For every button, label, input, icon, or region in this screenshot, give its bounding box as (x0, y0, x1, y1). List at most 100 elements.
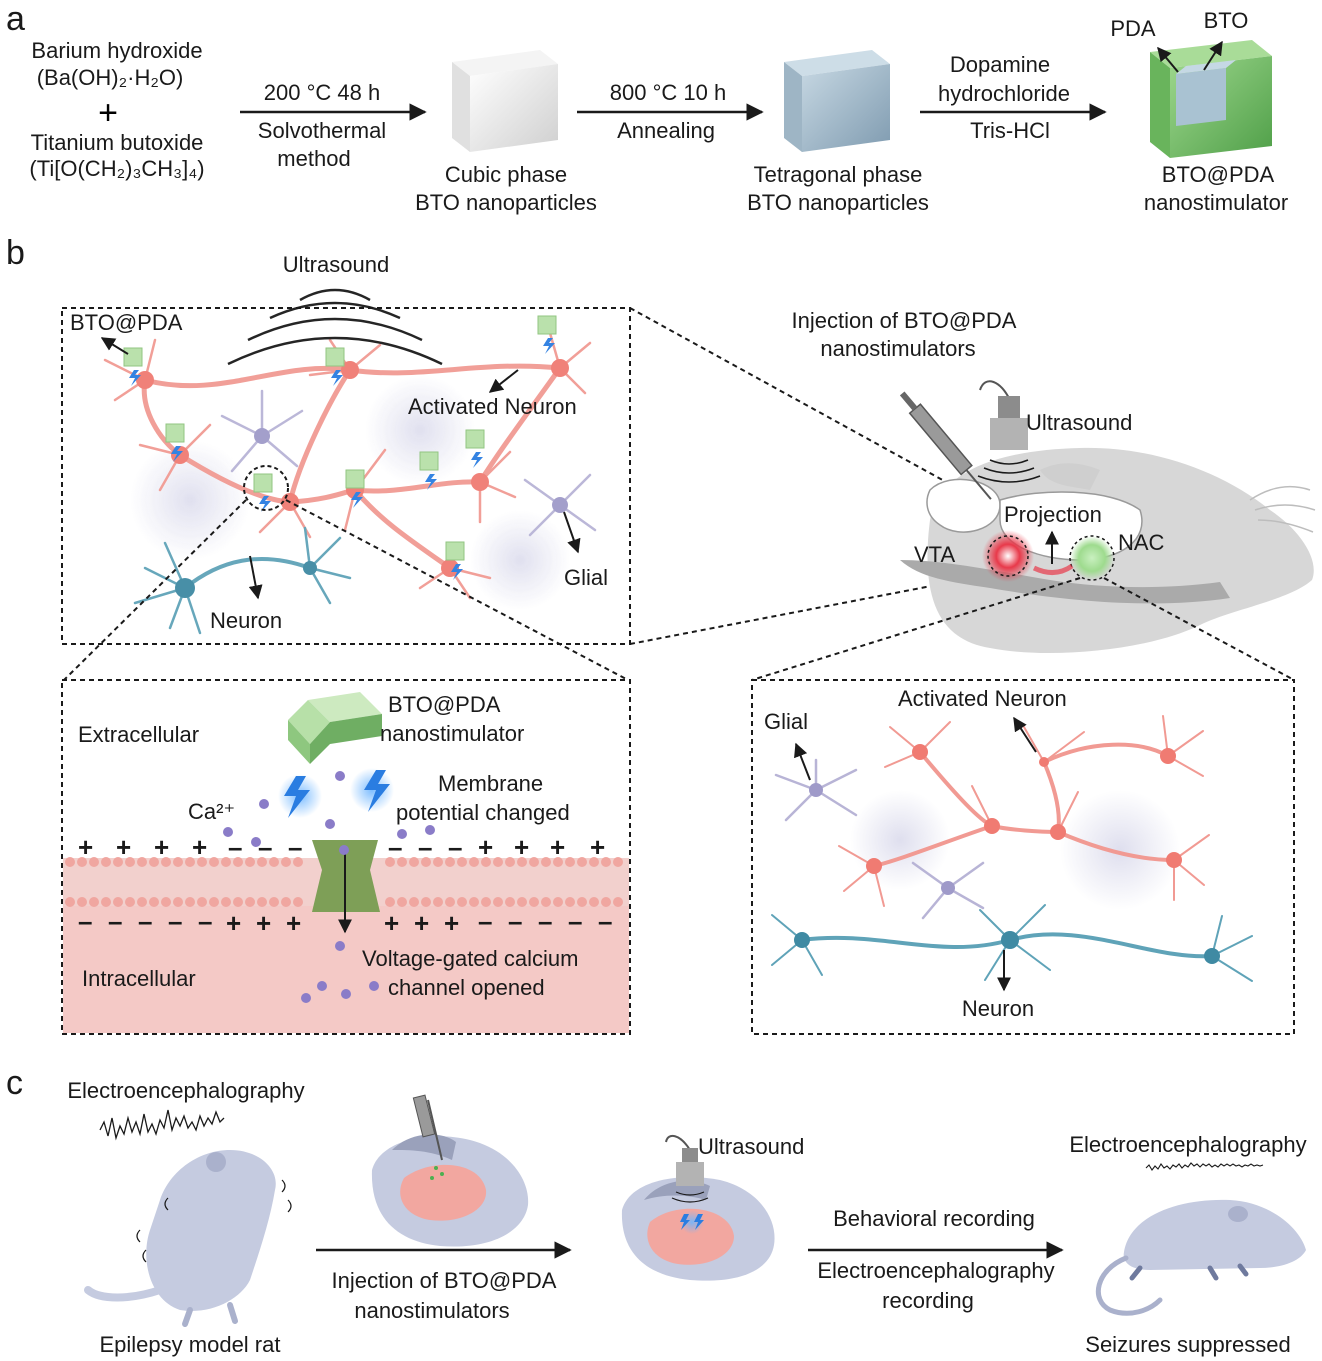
neuron-network-illustration (103, 288, 597, 635)
svg-text:+: + (192, 832, 207, 862)
svg-text:+: + (116, 832, 131, 862)
step3-reagent-line2: hydrochloride (938, 81, 1070, 106)
nanostimulator-cube (288, 692, 382, 764)
svg-text:–: – (138, 906, 152, 936)
network-box (61, 307, 631, 645)
calcium-channel (312, 840, 380, 934)
step1-condition: 200 °C 48 h (264, 80, 380, 105)
rat-calm-illustration (1095, 1199, 1306, 1316)
product3-line2: nanostimulator (1144, 190, 1288, 215)
nanoparticle-cubes (123, 315, 557, 580)
label-eeg-recording-line1: Electroencephalography (817, 1258, 1054, 1283)
svg-text:–: – (78, 906, 92, 936)
svg-text:+: + (550, 832, 565, 862)
step2-method: Annealing (617, 118, 715, 143)
step3-buffer: Tris-HCl (970, 118, 1050, 143)
svg-text:+: + (286, 908, 301, 938)
label-behavioral-recording: Behavioral recording (833, 1206, 1035, 1231)
panel-c: c Electroencephalography Epilepsy model … (6, 1064, 1307, 1357)
label-projection: Projection (1004, 502, 1102, 527)
reagent-barium-formula: (Ba(OH)₂·H₂O) (37, 65, 184, 90)
calcium-ions (223, 771, 435, 1003)
svg-text:–: – (538, 906, 552, 936)
label-c-ultrasound: Ultrasound (698, 1134, 804, 1159)
svg-text:+: + (444, 908, 459, 938)
reagent-titanium-name: Titanium butoxide (31, 130, 204, 155)
rat-rearing-illustration (84, 1150, 292, 1327)
label-calcium: Ca²⁺ (188, 799, 235, 824)
svg-text:–: – (478, 906, 492, 936)
label-zoom-glial: Glial (764, 709, 808, 734)
label-eeg-left: Electroencephalography (67, 1078, 304, 1103)
panel-label-a: a (6, 0, 25, 38)
product1-line2: BTO nanoparticles (415, 190, 597, 215)
label-eeg-right: Electroencephalography (1069, 1132, 1306, 1157)
svg-text:+: + (414, 908, 429, 938)
label-nanostimulator-line2: nanostimulator (380, 721, 524, 746)
svg-text:–: – (508, 906, 522, 936)
panel-label-b: b (6, 234, 25, 272)
svg-text:–: – (168, 906, 182, 936)
label-c-injection-line1: Injection of BTO@PDA (332, 1268, 557, 1293)
zoom-connector-right (285, 499, 629, 681)
spark-icons (278, 768, 394, 818)
svg-text:+: + (590, 832, 605, 862)
arrow-to-bto-pda (100, 337, 129, 355)
step1-method-line1: Solvothermal (258, 118, 386, 143)
svg-text:+: + (384, 908, 399, 938)
svg-text:–: – (288, 832, 302, 862)
eeg-trace-seizure (99, 1109, 225, 1141)
label-seizures-suppressed: Seizures suppressed (1085, 1332, 1290, 1357)
zoom-connector-left (63, 499, 247, 681)
label-ultrasound-rat: Ultrasound (1026, 410, 1132, 435)
svg-text:–: – (568, 906, 582, 936)
svg-text:+: + (78, 832, 93, 862)
svg-text:+: + (154, 832, 169, 862)
label-bto-pda: BTO@PDA (70, 310, 183, 335)
nac-connector-left (751, 577, 1081, 681)
svg-text:+: + (478, 832, 493, 862)
cube-cubic-bto (452, 50, 558, 152)
arrow-neuron (248, 555, 263, 600)
arrow-activated-neuron (488, 369, 519, 393)
rat-brain-ultrasound (621, 1134, 775, 1281)
rat-brain-injection (371, 1094, 529, 1247)
label-injection-line1: Injection of BTO@PDA (792, 308, 1017, 333)
membrane-box (61, 679, 631, 1035)
arrow-zoom-activated (1013, 716, 1037, 753)
arrow-glial (563, 511, 581, 554)
label-neuron: Neuron (210, 608, 282, 633)
step3-reagent-line1: Dopamine (950, 52, 1050, 77)
panel-a: a Barium hydroxide (Ba(OH)₂·H₂O) + Titan… (6, 0, 1288, 215)
label-activated-neuron: Activated Neuron (408, 394, 577, 419)
label-vta: VTA (914, 542, 955, 567)
label-zoom-activated-neuron: Activated Neuron (898, 686, 1067, 711)
label-epilepsy-rat: Epilepsy model rat (100, 1332, 281, 1357)
label-intracellular: Intracellular (82, 966, 196, 991)
label-ultrasound: Ultrasound (283, 252, 389, 277)
product1-line1: Cubic phase (445, 162, 567, 187)
label-nanostimulator-line1: BTO@PDA (388, 692, 501, 717)
reagent-barium-name: Barium hydroxide (31, 38, 202, 63)
connector-to-vta-top (629, 307, 969, 495)
label-eeg-recording-line2: recording (882, 1288, 974, 1313)
label-extracellular: Extracellular (78, 722, 199, 747)
label-channel-line1: Voltage-gated calcium (362, 946, 578, 971)
label-channel-line2: channel opened (388, 975, 545, 1000)
product2-line2: BTO nanoparticles (747, 190, 929, 215)
label-injection-line2: nanostimulators (820, 336, 975, 361)
arrow-zoom-glial (794, 742, 811, 781)
step2-condition: 800 °C 10 h (610, 80, 726, 105)
svg-text:–: – (418, 832, 432, 862)
panel-label-c: c (6, 1064, 23, 1102)
step1-method-line2: method (277, 146, 350, 171)
eeg-trace-normal (1145, 1162, 1264, 1171)
label-glial: Glial (564, 565, 608, 590)
product3-line1: BTO@PDA (1162, 162, 1275, 187)
svg-text:–: – (598, 906, 612, 936)
ultrasound-waves (227, 288, 443, 366)
nac-neuron-network (771, 715, 1253, 982)
arrow-to-bto (1203, 40, 1223, 71)
svg-text:+: + (256, 908, 271, 938)
